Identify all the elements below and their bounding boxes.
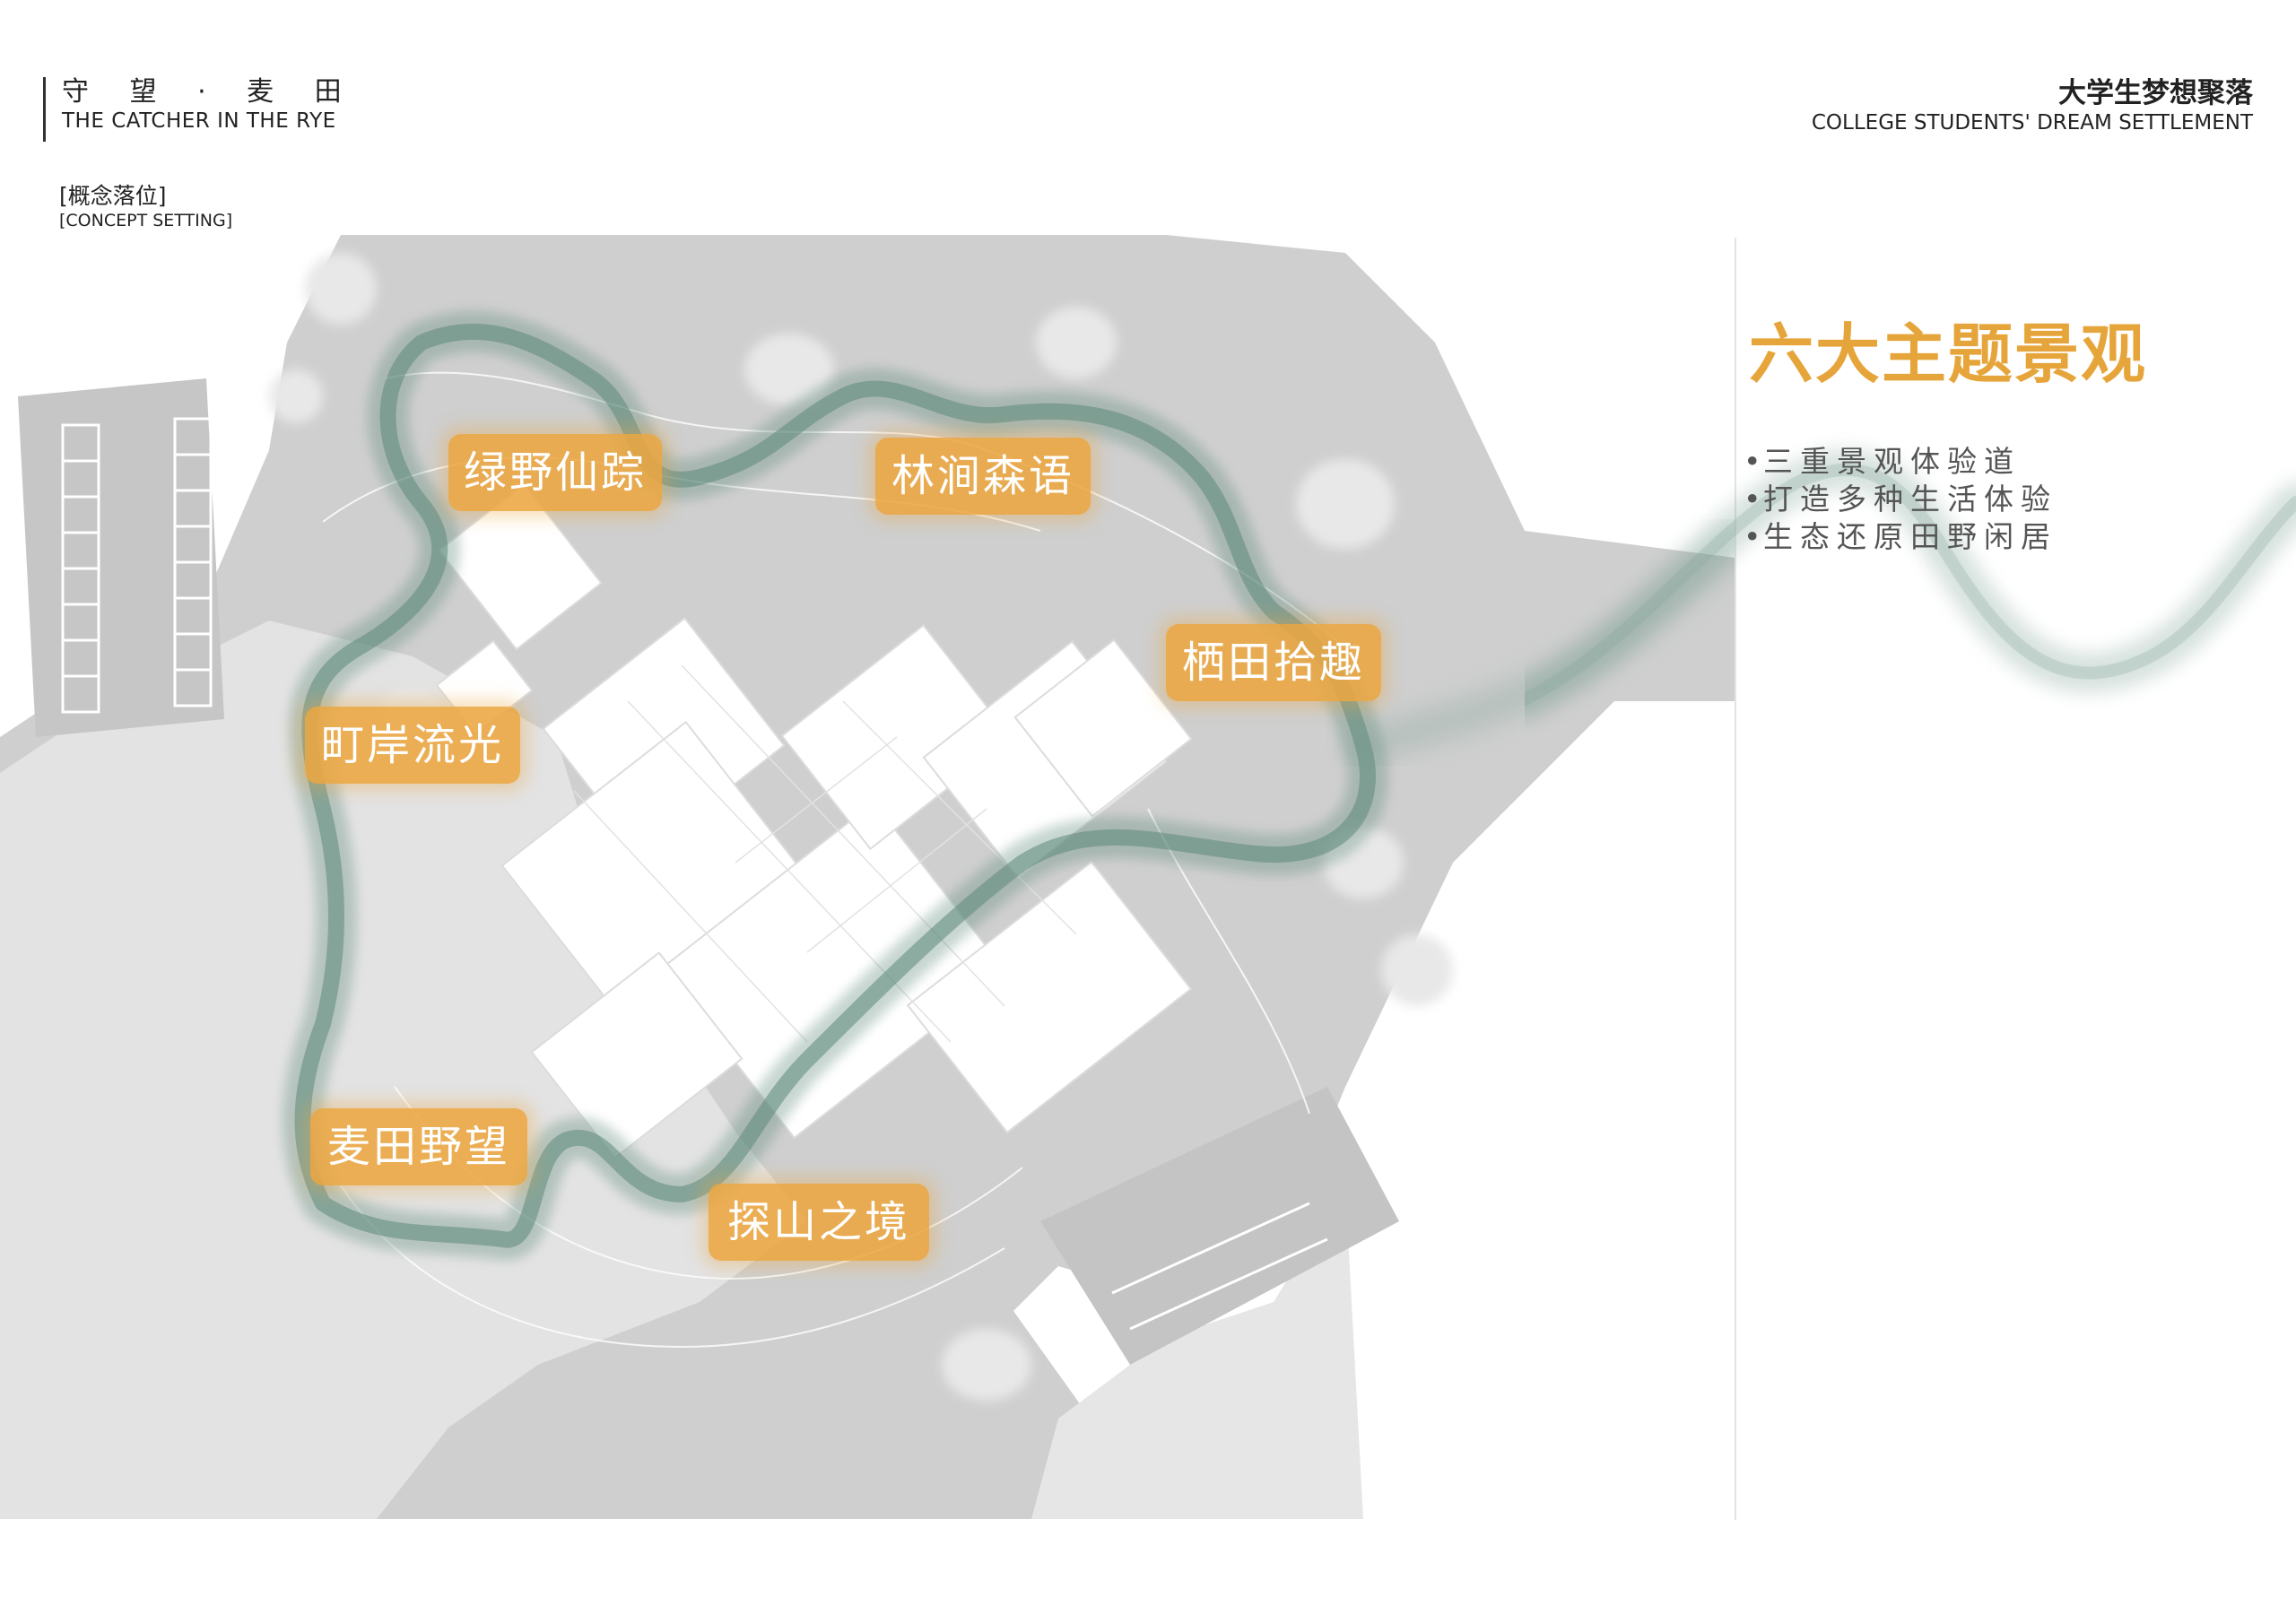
theme-label-tinganliuguang: 町岸流光 <box>305 707 520 784</box>
feature-list: •三重景观体验道 •打造多种生活体验 •生态还原田野闲居 <box>1744 443 2246 556</box>
section-title-cn: [概念落位] <box>59 183 167 209</box>
parking-lot <box>1040 1087 1399 1365</box>
brand-header-left: 守 望 · 麦 田 THE CATCHER IN THE RYE <box>43 77 366 142</box>
theme-label-lvyexianzong: 绿野仙踪 <box>448 434 662 511</box>
lawn-area <box>0 621 807 1519</box>
panel-divider <box>1735 238 1736 1520</box>
bullet-dot-icon: • <box>1744 482 1761 516</box>
building-roofs <box>435 482 1193 1159</box>
section-heading: [概念落位] [CONCEPT SETTING] <box>59 183 418 231</box>
site-plan-map: 绿野仙踪 林涧森语 栖田拾趣 町岸流光 麦田野望 探山之境 <box>0 235 1735 1519</box>
project-title-cn: 大学生梦想聚落 <box>2058 77 2253 109</box>
panel-title: 六大主题景观 <box>1749 317 2148 392</box>
site-plan-drawing <box>0 235 1735 1519</box>
feature-text: 打造多种生活体验 <box>1763 482 2057 516</box>
feature-item: •三重景观体验道 <box>1744 443 2246 481</box>
feature-text: 生态还原田野闲居 <box>1763 519 2057 554</box>
parking-lot <box>18 378 224 737</box>
brand-header-right: 大学生梦想聚落 COLLEGE STUDENTS' DREAM SETTLEME… <box>1625 77 2253 136</box>
theme-label-linjiansenyu: 林涧森语 <box>875 438 1091 515</box>
bullet-dot-icon: • <box>1744 519 1761 554</box>
feature-item: •打造多种生活体验 <box>1744 481 2246 518</box>
parking-stalls <box>1111 1202 1328 1331</box>
parking-stalls <box>61 417 213 714</box>
feature-text: 三重景观体验道 <box>1763 444 2021 479</box>
project-title-en: COLLEGE STUDENTS' DREAM SETTLEMENT <box>1811 111 2253 135</box>
theme-label-maitianyewang: 麦田野望 <box>310 1108 527 1185</box>
lawn-area <box>1031 1185 1363 1519</box>
theme-label-tanshanzhijing: 探山之境 <box>709 1184 929 1261</box>
brand-title-en: THE CATCHER IN THE RYE <box>62 109 336 133</box>
section-title-en: [CONCEPT SETTING] <box>59 211 233 230</box>
decorative-ribbon <box>1525 449 2296 719</box>
feature-item: •生态还原田野闲居 <box>1744 518 2246 556</box>
theme-label-qitianshiqu: 栖田拾趣 <box>1166 624 1381 701</box>
tree-canopy <box>269 253 1453 1401</box>
bullet-dot-icon: • <box>1744 444 1761 479</box>
brand-title-cn: 守 望 · 麦 田 <box>62 76 358 108</box>
